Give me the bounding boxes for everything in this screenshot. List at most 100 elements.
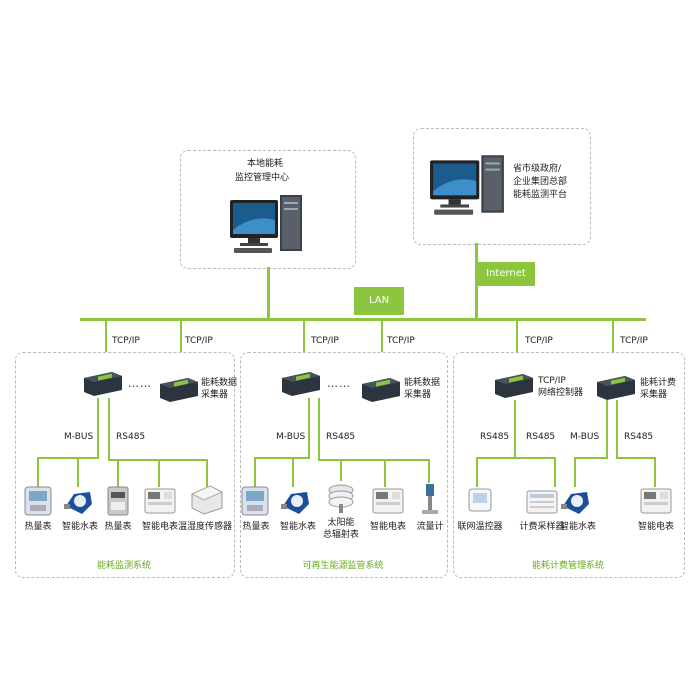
- smart-meter-icon: [372, 488, 404, 514]
- device-label: 计费采样器: [519, 522, 565, 532]
- tree-line: [606, 400, 608, 458]
- tree-line: [37, 457, 99, 459]
- device-label: 智能水表: [279, 522, 317, 532]
- system-title-left: 能耗监测系统: [96, 561, 152, 571]
- rs485-label: RS485: [326, 432, 356, 442]
- tree-line: [254, 457, 256, 487]
- gov-title-3: 能耗监测平台: [513, 190, 568, 200]
- system-title-right: 能耗计费管理系统: [531, 561, 605, 571]
- tree-line: [428, 459, 430, 483]
- center-drop-line: [267, 267, 270, 319]
- computer-icon: [230, 195, 302, 253]
- tcpip-label: TCP/IP: [185, 336, 213, 346]
- tree-line: [514, 400, 516, 458]
- tree-line: [476, 457, 478, 487]
- tree-line: [108, 398, 110, 460]
- device-label: 太阳能: [327, 518, 355, 528]
- network-controller-icon: [495, 374, 533, 398]
- gov-title-2: 企业集团总部: [513, 177, 568, 187]
- device-label: 热量表: [24, 522, 52, 532]
- tree-line: [554, 457, 556, 487]
- collector-label-1: 能耗数据: [404, 378, 441, 388]
- tree-line: [318, 459, 430, 461]
- mbus-label: M-BUS: [276, 432, 306, 442]
- lan-bus: [80, 318, 646, 321]
- drop-line: [303, 320, 305, 370]
- thermostat-icon: [468, 488, 492, 512]
- tree-line: [206, 459, 208, 487]
- temp-humidity-sensor-icon: [190, 485, 224, 515]
- subsystem-box-middle: [240, 352, 448, 578]
- billing-collector-icon: [597, 376, 635, 400]
- heat-meter-icon: [24, 486, 52, 516]
- tree-line: [37, 457, 39, 487]
- drop-line: [105, 320, 107, 370]
- computer-icon: [430, 155, 504, 215]
- gov-title-1: 省市级政府/: [513, 164, 562, 174]
- device-label: 联网温控器: [457, 522, 503, 532]
- center-title-1: 本地能耗: [247, 159, 284, 169]
- billing-label-2: 采集器: [640, 390, 668, 400]
- heat-meter-icon: [241, 486, 269, 516]
- subsystem-box-left: [15, 352, 235, 578]
- tree-line: [616, 457, 656, 459]
- tree-line: [318, 398, 320, 460]
- solar-radiometer-icon: [328, 484, 354, 513]
- water-meter-icon: [561, 492, 589, 514]
- tree-line: [574, 457, 608, 459]
- collector-device-icon: [282, 372, 320, 396]
- lan-label: LAN: [354, 287, 404, 315]
- tree-line: [292, 457, 294, 487]
- tcpip-label: TCP/IP: [311, 336, 339, 346]
- mbus-label: M-BUS: [570, 432, 600, 442]
- tcpip-label: TCP/IP: [620, 336, 648, 346]
- collector-label-2: 采集器: [404, 390, 432, 400]
- device-label: 热量表: [104, 522, 132, 532]
- center-title-2: 监控管理中心: [235, 173, 290, 183]
- device-label: 智能电表: [369, 522, 407, 532]
- heat-meter-icon: [107, 486, 129, 516]
- tree-line: [77, 457, 79, 487]
- tree-line: [97, 398, 99, 458]
- collector-device-icon: [160, 378, 198, 402]
- billing-sampler-icon: [526, 490, 558, 514]
- rs485-label: RS485: [116, 432, 146, 442]
- collector-device-icon: [84, 372, 122, 396]
- tcpip-label: TCP/IP: [525, 336, 553, 346]
- mbus-label: M-BUS: [64, 432, 94, 442]
- tree-line: [158, 459, 160, 487]
- tree-line: [654, 457, 656, 487]
- water-meter-icon: [281, 492, 309, 514]
- gov-drop-line: [475, 243, 478, 319]
- collector-label-1: 能耗数据: [201, 378, 238, 388]
- collector-device-icon: [362, 378, 400, 402]
- tcpip-label: TCP/IP: [387, 336, 415, 346]
- tree-line: [476, 457, 556, 459]
- device-label: 流量计: [416, 522, 444, 532]
- device-label: 智能水表: [61, 522, 99, 532]
- flow-meter-icon: [422, 484, 438, 514]
- device-label: 温湿度传感器: [177, 522, 233, 532]
- ellipsis: ……: [128, 377, 152, 390]
- rs485-label: RS485: [624, 432, 654, 442]
- smart-meter-icon: [144, 488, 176, 514]
- drop-line: [612, 320, 614, 380]
- tree-line: [117, 459, 119, 487]
- device-label: 热量表: [242, 522, 270, 532]
- tree-line: [574, 457, 576, 487]
- tree-line: [308, 398, 310, 458]
- net-ctrl-label-2: 网络控制器: [538, 388, 584, 398]
- ellipsis: ……: [327, 377, 351, 390]
- device-label: 智能电表: [637, 522, 675, 532]
- rs485-label: RS485: [526, 432, 556, 442]
- water-meter-icon: [64, 492, 92, 514]
- collector-label-2: 采集器: [201, 390, 229, 400]
- device-label: 总辐射表: [322, 530, 360, 540]
- drop-line: [516, 320, 518, 375]
- device-label: 智能电表: [141, 522, 179, 532]
- smart-meter-icon: [640, 488, 672, 514]
- system-title-middle: 可再生能源监管系统: [302, 561, 384, 571]
- tcpip-label: TCP/IP: [112, 336, 140, 346]
- internet-label: Internet: [477, 262, 535, 286]
- rs485-label: RS485: [480, 432, 510, 442]
